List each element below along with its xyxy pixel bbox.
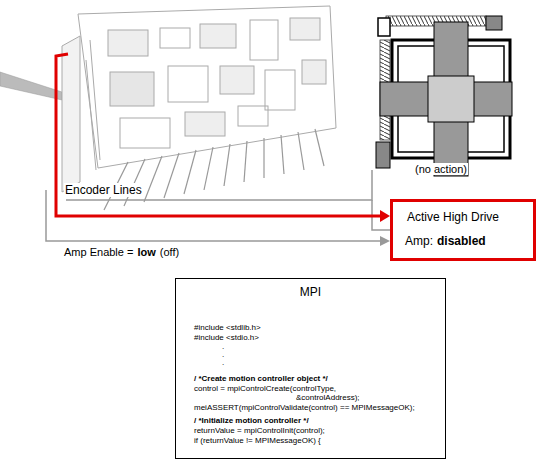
code-line: . [222, 358, 224, 367]
connector-finger [204, 147, 213, 190]
arrow-head [380, 236, 390, 246]
edge-connector [104, 129, 324, 210]
connector-finger [263, 138, 264, 178]
stage-note: (no action) [414, 163, 468, 175]
signal-name: Amp Enable = [64, 246, 133, 258]
xy-stage [376, 16, 512, 176]
code-line: control = mpiControlCreate(controlType, [194, 384, 336, 393]
connector-finger [298, 132, 304, 170]
cable [0, 72, 62, 100]
code-line: if (returnValue != MPIMessageOK) { [194, 436, 321, 445]
amp-box: Active High DriveAmp: disabled [390, 199, 536, 261]
code-box: MPI #include <stdlib.h>#include <stdio.h>… [175, 278, 446, 459]
drive-wire [56, 54, 380, 216]
code-line: &controlAddress); [296, 393, 360, 402]
connector-finger [281, 135, 284, 174]
connector-finger [315, 129, 324, 166]
status-row: Amp: disabled [405, 234, 527, 248]
connector-finger [224, 144, 230, 186]
code-line: / *Initialize motion controller */ [194, 416, 309, 425]
signal-state: (off) [160, 246, 179, 258]
status-label: Amp: [405, 234, 433, 248]
signal-name: Encoder Lines [64, 183, 143, 197]
code-line: meiASSERT(mpiControlValidate(control) ==… [194, 403, 415, 412]
connector-finger [164, 153, 179, 198]
connector-finger [244, 141, 247, 182]
status-value: disabled [437, 234, 486, 248]
code-line: / *Create motion controller object */ [194, 374, 328, 383]
connector-finger [144, 156, 162, 202]
signal-row: Amp Enable = low (off) [64, 246, 179, 258]
code-line: . [222, 342, 224, 351]
connector-finger [184, 150, 196, 194]
code-line: returnValue = mpiControlInit(control); [194, 426, 325, 435]
code-line: #include <stdio.h> [194, 333, 259, 342]
amp-enable-wire [46, 190, 384, 241]
box-heading: Active High Drive [407, 210, 527, 224]
box-title: MPI [176, 285, 445, 299]
signal-state: low [137, 246, 155, 258]
code-line: #include <stdlib.h> [194, 323, 261, 332]
controller-card [62, 6, 336, 192]
arrow-head [380, 210, 390, 222]
code-line: . [222, 350, 224, 359]
